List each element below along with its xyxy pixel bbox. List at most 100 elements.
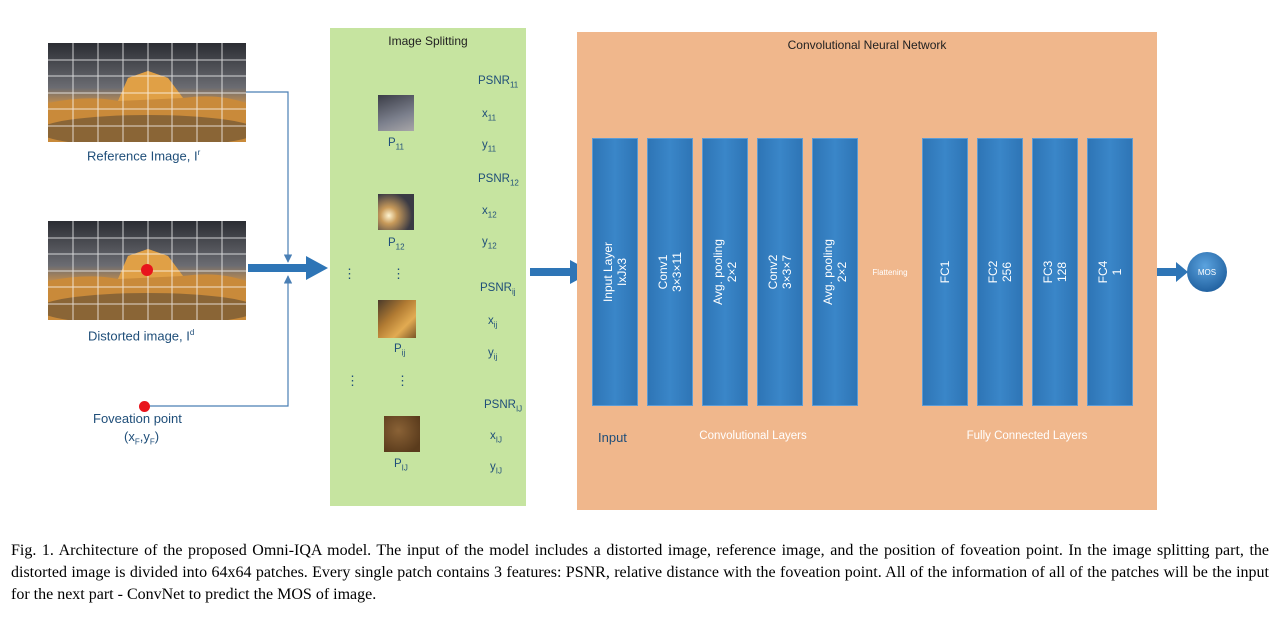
layer-line1: Avg. pooling [821,239,835,305]
layer-line2: 256 [1000,261,1014,283]
layer-line2: 3×3×7 [780,254,794,290]
layer-line1: FC2 [986,260,1000,284]
patch-thumbnail-IJ [384,416,420,452]
psnr-sub: ij [511,287,516,297]
reference-connector [245,91,293,263]
psnr-12: PSNR12 [478,173,519,187]
cnn-title: Convolutional Neural Network [787,38,947,52]
distorted-label-text: Distorted image, I [88,328,190,344]
y-11: y11 [482,139,496,153]
patch-sub: IJ [401,463,408,473]
psnr-text: PSNR [478,75,510,87]
patch-label-ij: Pij [394,343,405,357]
patch-label-11: P11 [388,137,404,151]
y-sub: 12 [487,241,497,251]
patch-sub: 11 [395,142,404,152]
fc-layers-label: Fully Connected Layers [966,430,1088,442]
distorted-image [48,221,246,320]
y-sub: IJ [495,466,502,476]
psnr-IJ: PSNRIJ [484,399,522,413]
x-sub: 11 [487,113,497,123]
patch-label-IJ: PIJ [394,458,408,472]
layer-line2: 1 [1110,268,1124,276]
patch-thumbnail-12 [378,194,414,230]
layer-line2: 3×3×11 [670,252,684,292]
distorted-to-split-arrow [248,256,328,280]
patch-name: P [394,458,402,470]
y-text: y [488,347,494,359]
layer-line1: FC1 [938,260,952,284]
y-sub: ij [493,352,498,362]
layer-line1: FC3 [1041,260,1055,284]
figure-caption: Fig. 1. Architecture of the proposed Omn… [11,542,1269,603]
fov-comma: ,y [139,429,150,444]
y-text: y [482,236,488,248]
layer-line1: Input Layer [601,241,615,303]
x-text: x [488,315,494,327]
mos-label: MOS [1197,267,1217,277]
x-text: x [490,430,496,442]
x-text: x [482,205,488,217]
fov-open: (x [124,429,135,444]
foveation-label: Foveation point [93,411,182,426]
psnr-sub: 12 [509,178,519,188]
x-11: x11 [482,108,496,122]
fc4-mos-arrow [1136,262,1188,282]
patch-name: P [388,237,396,249]
y-text: y [482,139,488,151]
psnr-text: PSNR [484,399,516,411]
patch-sub: 12 [395,242,405,252]
y-ij: yij [488,347,497,361]
fov-sub-y: F [149,437,155,447]
mos-node: MOS [1187,252,1227,292]
y-12: y12 [482,236,497,250]
layer-line2: 2×2 [725,261,739,283]
y-text: y [490,461,496,473]
reference-image [48,43,246,142]
psnr-11: PSNR11 [478,75,518,89]
conv-layers-label: Convolutional Layers [699,430,807,442]
x-sub: 12 [487,210,497,220]
foveation-coords: (xF,yF) [124,429,159,447]
y-sub: 11 [487,144,497,154]
reference-sup: r [197,148,201,157]
layer-line1: Avg. pooling [711,239,725,305]
layer-line2: 2×2 [835,261,849,283]
patch-name: P [388,137,396,149]
psnr-text: PSNR [480,282,512,294]
distorted-sup: d [189,328,195,337]
y-IJ: yIJ [490,461,502,475]
fov-sub-x: F [134,437,140,447]
layer-line1: Conv2 [766,254,780,290]
input-label: Input [598,430,627,445]
foveation-connector [150,275,293,407]
psnr-ij: PSNRij [480,282,516,296]
split-to-cnn-arrow [530,260,592,284]
reference-label-text: Reference Image, I [87,148,198,164]
psnr-text: PSNR [478,173,510,185]
psnr-sub: 11 [509,80,519,90]
x-sub: ij [493,320,498,330]
ellipsis: ⋮ [343,266,356,281]
layer-line1: FC4 [1096,260,1110,284]
ellipsis: ⋮ [392,266,405,281]
x-IJ: xIJ [490,430,502,444]
patch-thumbnail-ij [378,300,416,338]
image-splitting-title: Image Splitting [388,34,468,48]
x-text: x [482,108,488,120]
layer-line2: IxJx3 [615,257,629,287]
ellipsis: ⋮ [396,373,409,388]
x-12: x12 [482,205,497,219]
layer-line1: Conv1 [656,254,670,290]
foveation-marker [141,264,153,276]
flattening-label: Flattening [872,268,908,277]
x-ij: xij [488,315,497,329]
layer-line2: 128 [1055,261,1069,283]
